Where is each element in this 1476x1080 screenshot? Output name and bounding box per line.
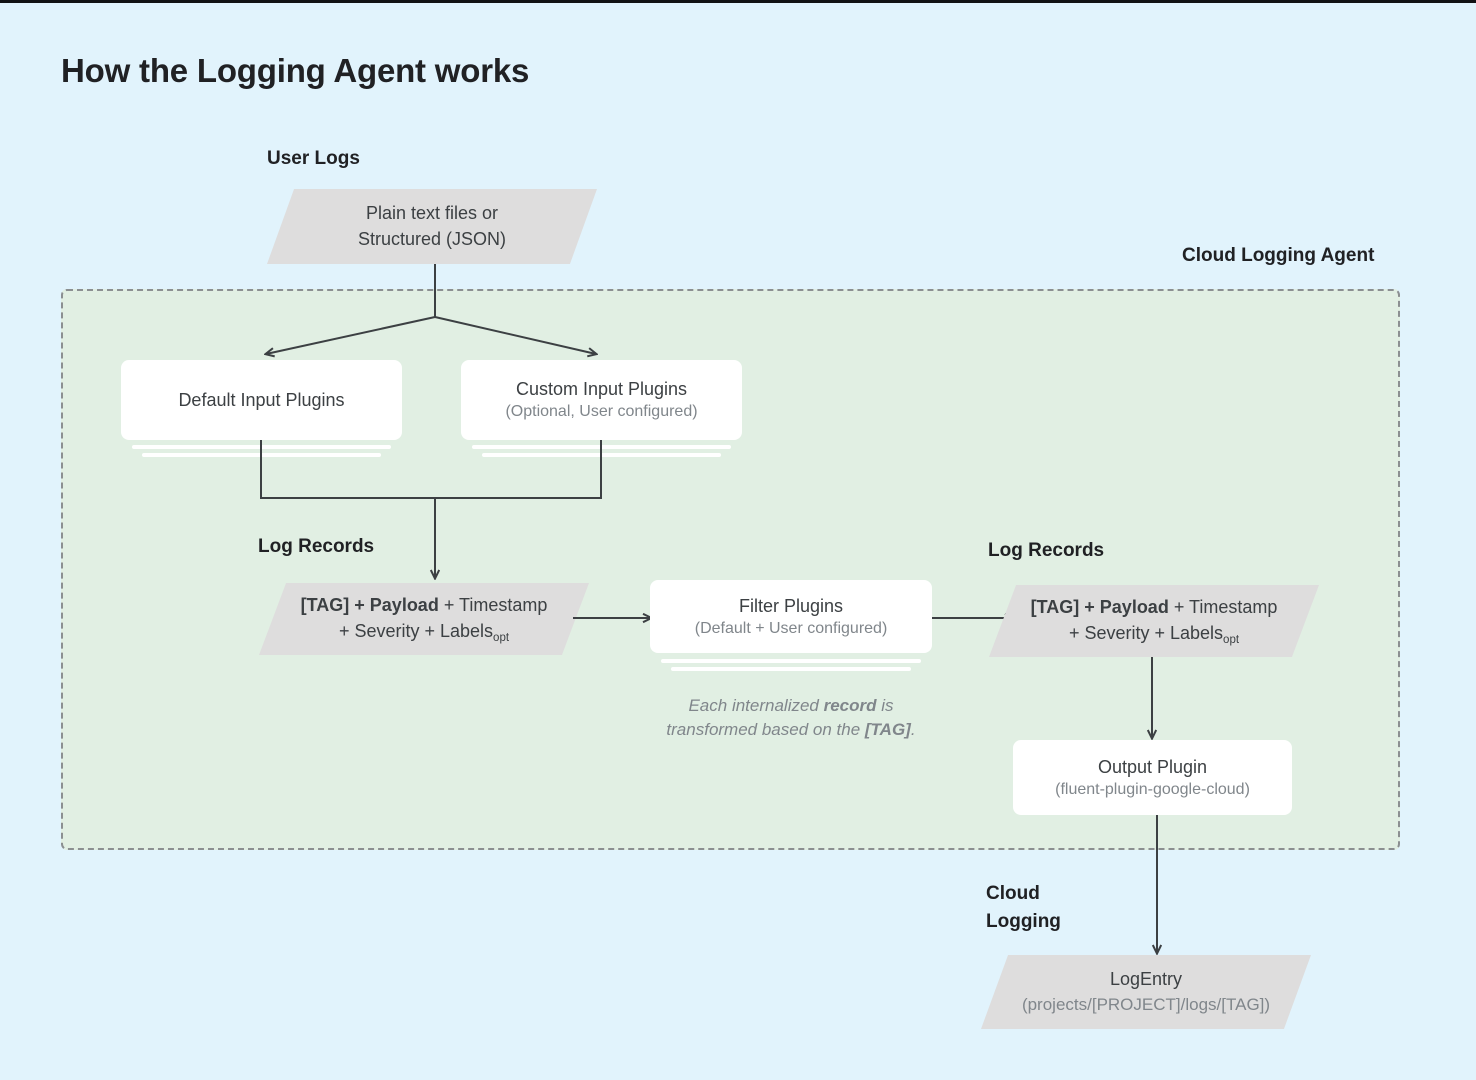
transform-note-part1: Each internalized <box>688 696 824 715</box>
connector-default-input-down <box>260 440 262 498</box>
filter-plugins-title: Filter Plugins <box>738 595 844 616</box>
log-record-left-node: [TAG] + Payload + Timestamp + Severity +… <box>259 583 589 655</box>
filter-plugins-subtitle: (Default + User configured) <box>694 619 888 637</box>
output-plugin-subtitle: (fluent-plugin-google-cloud) <box>1055 780 1250 798</box>
connector-userlogs-stem <box>434 264 436 318</box>
cloud-logging-label: Cloud Logging <box>986 880 1061 935</box>
log-record-left-subscript: opt <box>493 632 510 644</box>
log-record-left-line1: [TAG] + Payload + Timestamp <box>301 593 548 619</box>
transform-note-part3: . <box>910 720 916 740</box>
filter-plugins-stack-line-1 <box>661 659 921 663</box>
log-entry-subtitle: (projects/[PROJECT]/logs/[TAG]) <box>1021 994 1271 1014</box>
log-record-right-rest2: + Severity + Labels <box>1068 623 1224 643</box>
page-title: How the Logging Agent works <box>61 52 530 89</box>
log-entry-node: LogEntry (projects/[PROJECT]/logs/[TAG]) <box>981 955 1311 1029</box>
filter-plugins-stack-line-2 <box>671 667 911 671</box>
user-logs-source-line2: Structured (JSON) <box>357 228 507 249</box>
log-record-right-subscript: opt <box>1223 634 1240 646</box>
log-record-left-rest2: + Severity + Labels <box>338 621 494 641</box>
log-record-right-line1: [TAG] + Payload + Timestamp <box>1031 595 1278 621</box>
cloud-logging-label-line1: Cloud <box>986 883 1040 904</box>
cloud-logging-label-line2: Logging <box>986 910 1061 932</box>
output-plugin-card[interactable]: Output Plugin (fluent-plugin-google-clou… <box>1013 740 1292 815</box>
log-record-right-line2: + Severity + Labelsopt <box>1031 621 1278 647</box>
user-logs-label: User Logs <box>267 148 360 169</box>
default-input-plugins-card[interactable]: Default Input Plugins <box>121 360 402 440</box>
connector-custom-input-down <box>600 440 602 498</box>
log-records-right-label: Log Records <box>988 540 1105 561</box>
log-record-left-bold: [TAG] + Payload <box>300 595 439 616</box>
log-record-right-bold: [TAG] + Payload <box>1030 597 1169 618</box>
user-logs-source-node: Plain text files or Structured (JSON) <box>267 189 597 264</box>
log-record-left-line2: + Severity + Labelsopt <box>301 619 548 645</box>
transform-note-part2: is transformed based on the <box>666 696 894 740</box>
output-plugin-title: Output Plugin <box>1097 756 1208 777</box>
transform-note-bold-record: record <box>823 696 877 715</box>
log-records-left-label: Log Records <box>258 536 375 557</box>
log-record-right-node: [TAG] + Payload + Timestamp + Severity +… <box>989 585 1319 657</box>
transform-note-bold-tag: [TAG] <box>864 720 911 740</box>
custom-input-plugins-card[interactable]: Custom Input Plugins (Optional, User con… <box>461 360 742 440</box>
custom-input-plugins-title: Custom Input Plugins <box>515 379 688 400</box>
cloud-logging-agent-label: Cloud Logging Agent <box>1182 245 1375 266</box>
connector-input-merge-bar <box>260 497 602 499</box>
log-record-right-rest1: + Timestamp <box>1168 597 1278 618</box>
user-logs-source-line1: Plain text files or <box>365 202 499 223</box>
default-input-plugins-title: Default Input Plugins <box>178 389 345 410</box>
log-record-left-rest1: + Timestamp <box>438 595 548 616</box>
log-entry-title: LogEntry <box>1109 969 1183 990</box>
transform-note: Each internalized record is transformed … <box>641 694 941 742</box>
filter-plugins-card[interactable]: Filter Plugins (Default + User configure… <box>650 580 932 653</box>
top-edge-bar <box>0 0 1476 3</box>
custom-input-plugins-subtitle: (Optional, User configured) <box>505 403 698 421</box>
